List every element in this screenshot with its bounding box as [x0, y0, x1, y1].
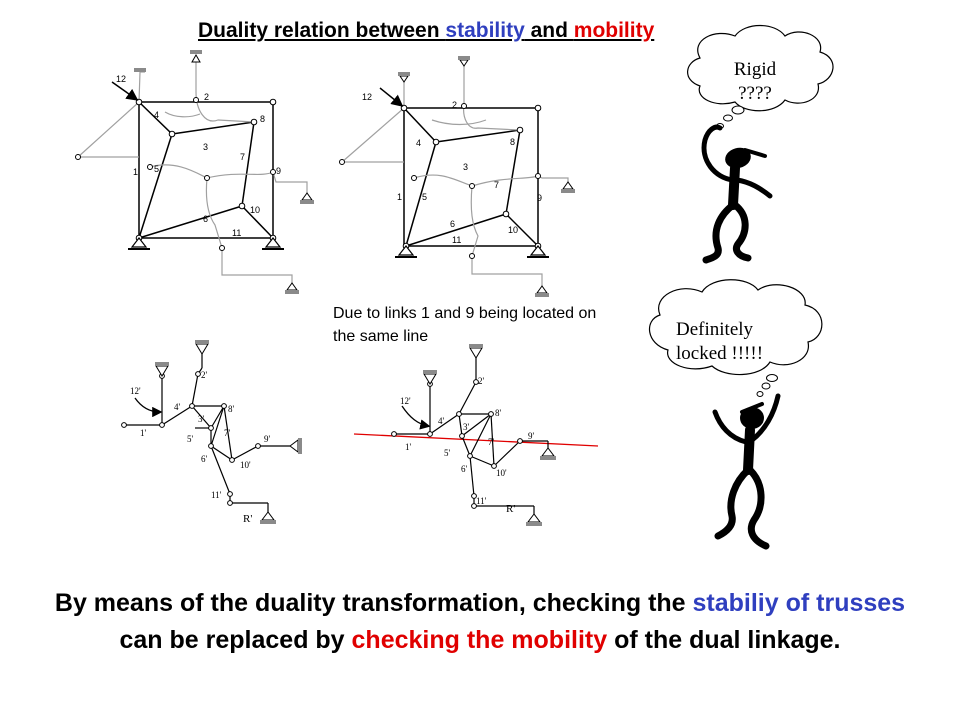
d1-label-11: 11' [211, 490, 222, 500]
collinear-note: Due to links 1 and 9 being located on th… [333, 305, 597, 345]
conclusion-part5: of the dual linkage. [607, 626, 841, 654]
conclusion-part3: can be replaced by [119, 626, 352, 654]
t1-label-6: 6 [203, 214, 208, 224]
dual-2-supports [423, 344, 556, 526]
slide-title: Duality relation between stability and m… [198, 16, 788, 46]
t2-label-5: 5 [422, 192, 427, 202]
t1-label-5: 5 [154, 164, 159, 174]
t2-label-2: 2 [452, 100, 457, 110]
d2-label-8: 8' [495, 408, 502, 418]
d1-label-3: 3' [198, 414, 205, 424]
d1-label-9: 9' [264, 434, 271, 444]
t1-label-8: 8 [260, 114, 265, 124]
title-middle: and [524, 19, 574, 42]
bubble-locked-line2: locked !!!!! [676, 343, 764, 364]
d2-label-2: 2' [478, 376, 485, 386]
d1-label-6: 6' [201, 454, 208, 464]
bubble-rigid-line1: Rigid [733, 59, 777, 80]
title-mobility: mobility [573, 19, 655, 42]
thought-bubble-rigid [687, 25, 834, 129]
t1-label-12: 12 [116, 74, 126, 84]
pointing-stick-figure [712, 393, 781, 550]
t1-label-2: 2 [204, 92, 209, 102]
d2-label-9: 9' [528, 431, 535, 441]
title-stability: stability [445, 19, 525, 42]
d1-label-12: 12' [130, 386, 141, 396]
d2-label-3: 3' [463, 422, 470, 432]
t1-label-1: 1 [133, 167, 138, 177]
t2-label-3: 3 [463, 162, 468, 172]
t2-label-9: 9 [537, 193, 542, 203]
d1-label-2: 2' [201, 370, 208, 380]
d2-label-4: 4' [438, 416, 445, 426]
d1-label-10: 10' [240, 460, 251, 470]
d1-label-r: R' [243, 513, 252, 525]
bubble-rigid-line2: ???? [738, 83, 772, 104]
dual-1-supports [155, 340, 302, 524]
t1-label-3: 3 [203, 142, 208, 152]
d1-label-7: 7' [224, 428, 231, 438]
d2-label-12: 12' [400, 396, 411, 406]
t2-label-6: 6 [450, 219, 455, 229]
d1-label-1: 1' [140, 428, 147, 438]
t1-label-4: 4 [154, 110, 159, 120]
d2-label-r: R' [506, 503, 515, 515]
t1-label-10: 10 [250, 205, 260, 215]
d2-label-5: 5' [444, 448, 451, 458]
t2-label-11: 11 [452, 235, 461, 245]
t2-label-1: 1 [397, 192, 402, 202]
d1-label-4: 4' [174, 402, 181, 412]
t2-label-10: 10 [508, 225, 518, 235]
thought-bubble-locked [649, 279, 823, 397]
t1-label-9: 9 [276, 166, 281, 176]
d1-label-8: 8' [228, 404, 235, 414]
t2-label-12: 12 [362, 92, 372, 102]
bubble-rigid-text: Rigid???? [710, 58, 800, 106]
conclusion-stability: stabiliy of trusses [692, 589, 906, 617]
bubble-locked-text: Definitely locked !!!!! [676, 318, 806, 366]
d2-label-1: 1' [405, 442, 412, 452]
dual-linkage-2: 12' 2' 4' 8' 3' 7' 9' 1' 5' 6' 10' 11' R… [353, 344, 599, 526]
t2-label-4: 4 [416, 138, 421, 148]
truss-1-supports [128, 50, 314, 294]
truss-2: 12 2 4 8 3 7 9 1 5 6 10 11 [339, 56, 575, 297]
t2-label-8: 8 [510, 137, 515, 147]
dual-linkage-1: 12' 2' 4' 8' 3' 7' 9' 1' 5' 6' 10' 11' R… [121, 340, 302, 525]
bubble-locked-line1: Definitely [676, 319, 754, 340]
conclusion-part1: By means of the duality transformation, … [54, 589, 693, 617]
d2-label-6: 6' [461, 464, 468, 474]
d2-label-7: 7' [488, 437, 495, 447]
truss-2-supports [395, 56, 575, 297]
conclusion-mobility: checking the mobility [351, 626, 608, 654]
thinking-stick-figure [701, 124, 773, 264]
title-prefix: Duality relation between [198, 19, 446, 42]
conclusion-text: By means of the duality transformation, … [40, 585, 920, 659]
t2-label-7: 7 [494, 180, 499, 190]
t1-label-7: 7 [240, 152, 245, 162]
d2-label-11: 11' [476, 496, 487, 506]
truss-1: 12 2 4 8 3 7 9 1 5 6 10 11 [75, 50, 314, 294]
d2-label-10: 10' [496, 468, 507, 478]
d1-label-5: 5' [187, 434, 194, 444]
t1-label-11: 11 [232, 228, 241, 238]
